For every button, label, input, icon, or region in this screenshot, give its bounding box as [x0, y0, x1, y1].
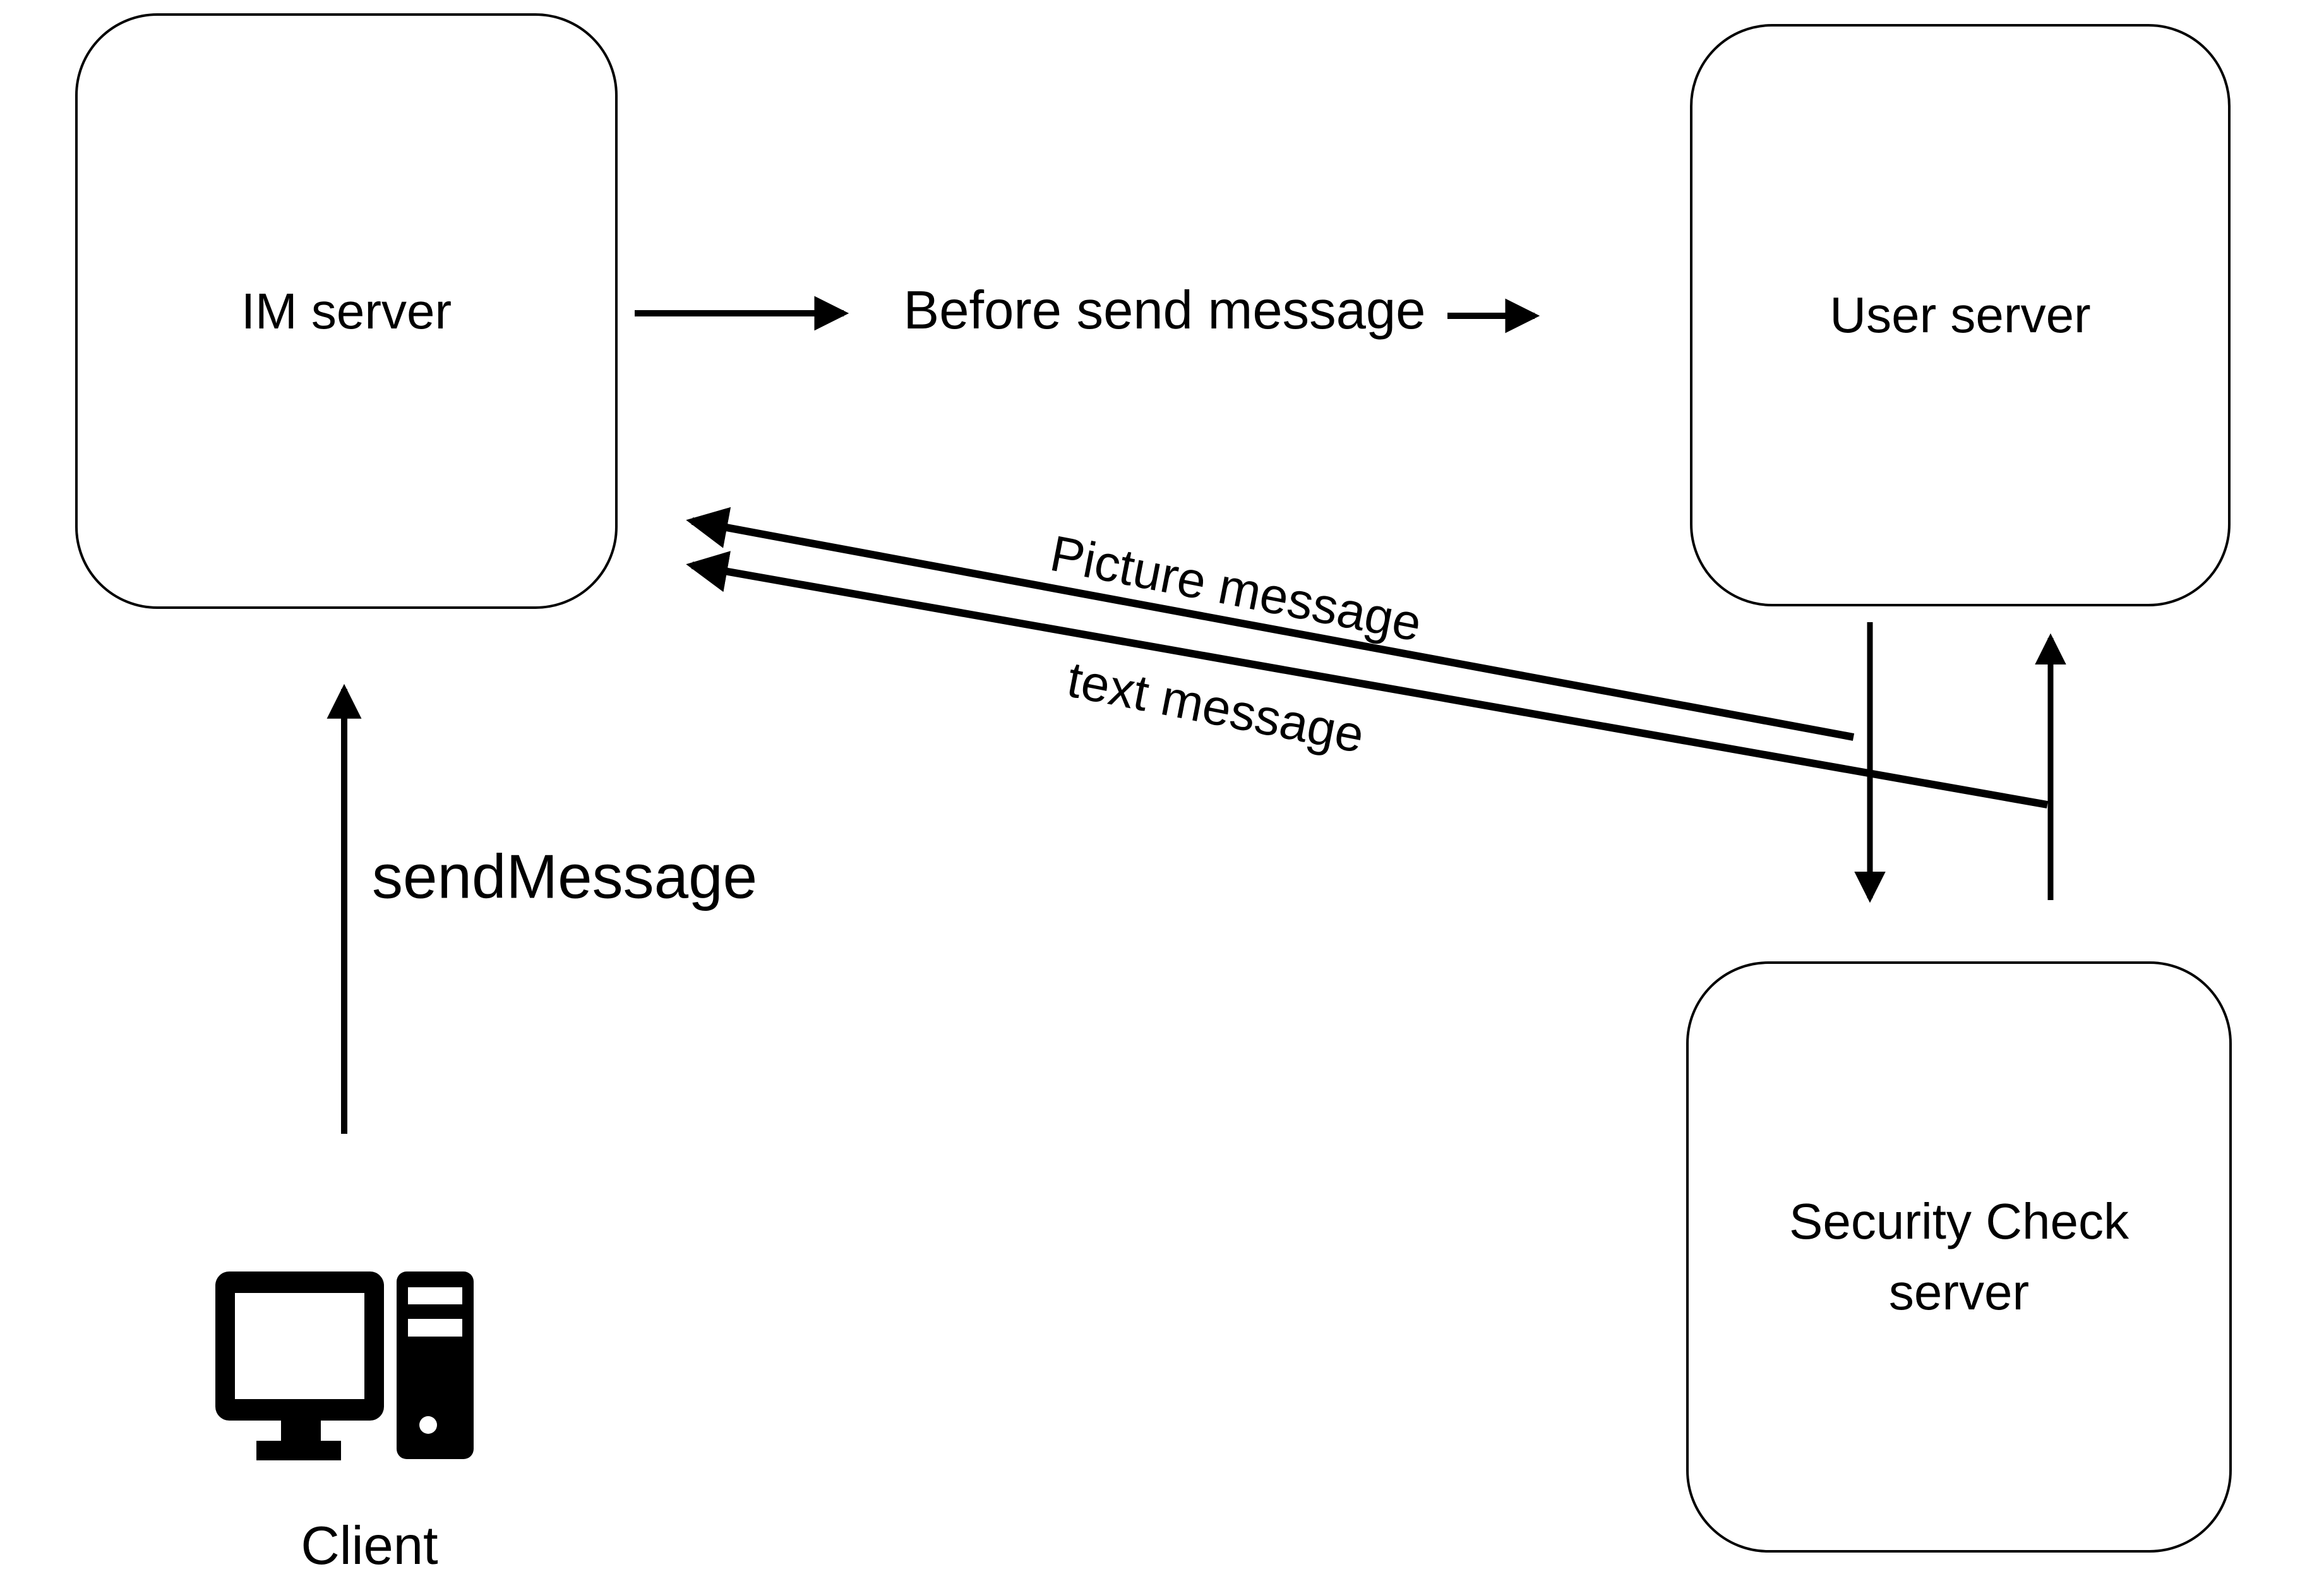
arrow-picture-message-to-im-server: [686, 507, 1855, 741]
edge-label-send-message: sendMessage: [372, 841, 758, 911]
arrow-text-message-to-im-server: [686, 551, 2049, 809]
node-user-server: User server: [1690, 24, 2231, 606]
security-check-server-label: Security Check server: [1789, 1193, 2129, 1320]
node-security-check-server: Security Check server: [1686, 961, 2232, 1553]
user-server-label: User server: [1830, 287, 2091, 343]
node-im-server: IM server: [75, 13, 618, 609]
im-server-label: IM server: [241, 282, 452, 339]
client-label: Client: [301, 1516, 438, 1569]
client-computer-icon: [215, 1271, 474, 1460]
edge-label-before-send-message: Before send message: [903, 280, 1426, 340]
